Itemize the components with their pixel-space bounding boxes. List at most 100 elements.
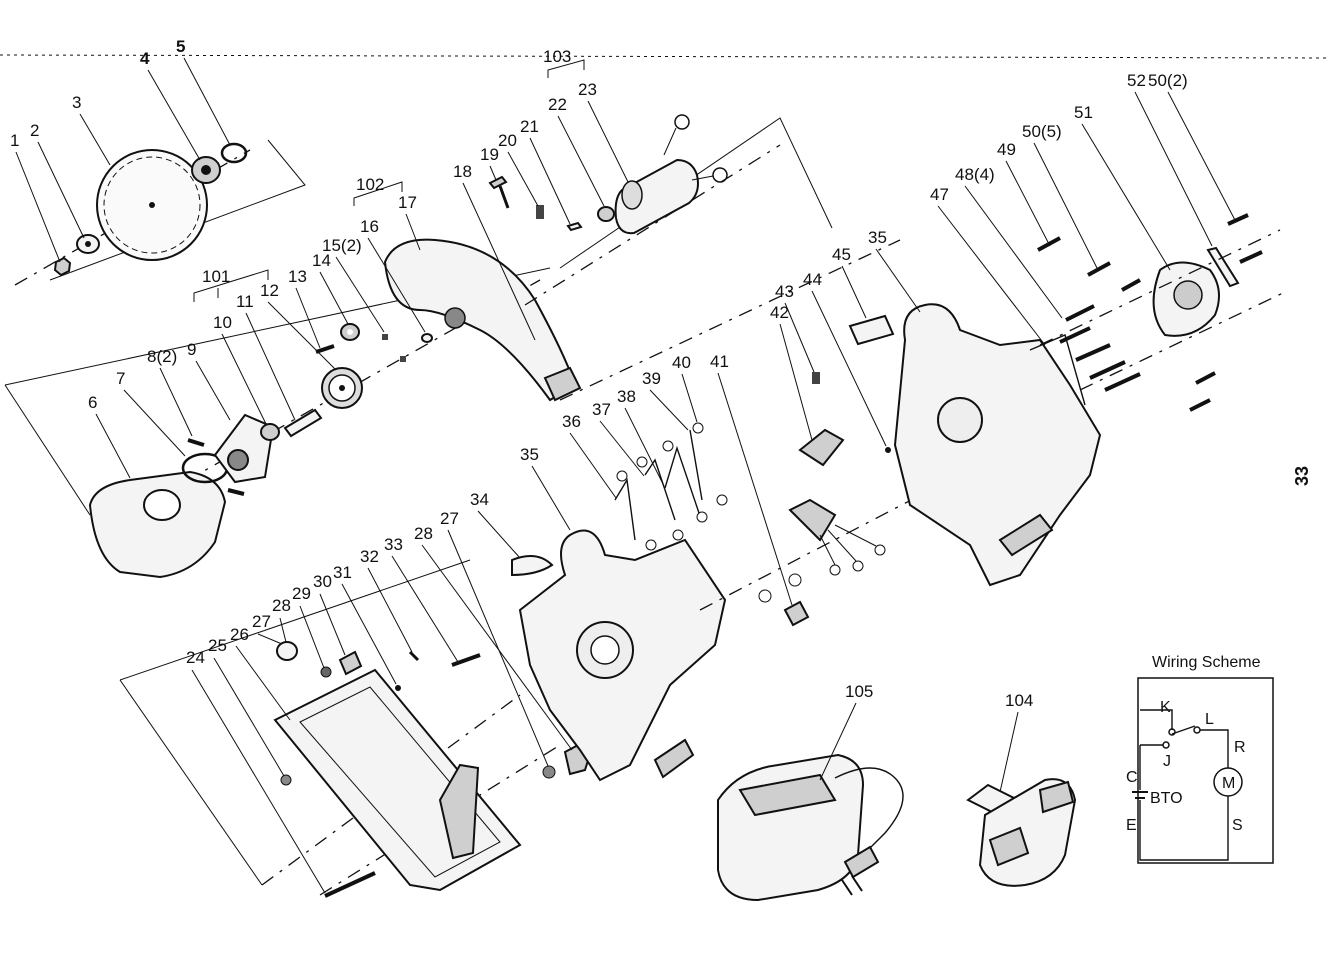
label-49: 49 bbox=[997, 140, 1016, 159]
label-7: 7 bbox=[116, 369, 125, 388]
label-28b: 28 bbox=[414, 524, 433, 543]
label-26: 26 bbox=[230, 625, 249, 644]
label-33: 33 bbox=[384, 535, 403, 554]
saw-blade-part-3 bbox=[96, 149, 208, 261]
label-17: 17 bbox=[398, 193, 417, 212]
upper-guard-part-17 bbox=[383, 238, 582, 402]
washer-part-27b bbox=[542, 765, 556, 779]
label-6: 6 bbox=[88, 393, 97, 412]
label-37: 37 bbox=[592, 400, 611, 419]
wiring-title: Wiring Scheme bbox=[1152, 654, 1261, 671]
page-number: 33 bbox=[1292, 466, 1312, 486]
end-cap-part-51 bbox=[1152, 261, 1220, 337]
label-11: 11 bbox=[236, 292, 254, 311]
label-plate-part-34 bbox=[511, 555, 554, 577]
bolt-part-33 bbox=[451, 653, 481, 667]
label-104: 104 bbox=[1005, 691, 1033, 710]
screw-part-13 bbox=[315, 344, 335, 354]
part-32 bbox=[408, 650, 420, 662]
lower-guard-part-6 bbox=[88, 470, 227, 579]
switch-dash-line bbox=[699, 484, 941, 611]
label-24: 24 bbox=[186, 648, 205, 667]
wiring-scheme bbox=[1132, 677, 1274, 864]
label-36: 36 bbox=[562, 412, 581, 431]
label-13: 13 bbox=[288, 267, 307, 286]
label-105: 105 bbox=[845, 682, 873, 701]
wiring-label-bto: BTO bbox=[1150, 790, 1183, 807]
spring-part-43 bbox=[812, 372, 820, 384]
bolt-part-24 bbox=[324, 871, 376, 898]
base-plate-part-26 bbox=[273, 668, 522, 892]
label-27b: 27 bbox=[440, 509, 459, 528]
label-50b: 50(2) bbox=[1148, 71, 1188, 90]
bolt-part-19 bbox=[488, 175, 508, 190]
label-31: 31 bbox=[333, 563, 352, 582]
wiring-label-s: S bbox=[1232, 817, 1243, 834]
battery-part-104 bbox=[966, 778, 1077, 887]
label-27a: 27 bbox=[252, 612, 271, 631]
label-19: 19 bbox=[480, 145, 499, 164]
label-29: 29 bbox=[292, 584, 311, 603]
part-29 bbox=[320, 666, 332, 678]
label-18: 18 bbox=[453, 162, 472, 181]
label-25: 25 bbox=[208, 636, 227, 655]
label-5: 5 bbox=[176, 37, 185, 56]
brush-part-47 bbox=[1029, 334, 1086, 406]
label-102: 102 bbox=[356, 175, 384, 194]
label-39: 39 bbox=[642, 369, 661, 388]
knob-part-27 bbox=[276, 641, 298, 661]
part-16 bbox=[421, 333, 433, 343]
nut-part-25 bbox=[280, 774, 292, 786]
part-21 bbox=[566, 221, 583, 232]
nut-part-1 bbox=[53, 256, 72, 277]
label-15: 15(2) bbox=[322, 236, 362, 255]
label-45: 45 bbox=[832, 245, 851, 264]
pinion-part-22 bbox=[597, 206, 615, 222]
right-housing-part-35 bbox=[893, 303, 1102, 587]
wiring-label-m: M bbox=[1222, 775, 1235, 792]
label-35a: 35 bbox=[520, 445, 539, 464]
label-38: 38 bbox=[617, 387, 636, 406]
motor-part-23 bbox=[614, 114, 728, 235]
label-47: 47 bbox=[930, 185, 949, 204]
label-52: 52 bbox=[1127, 71, 1146, 90]
label-22: 22 bbox=[548, 95, 567, 114]
spring-part-20 bbox=[536, 205, 544, 219]
ring-part-5 bbox=[220, 142, 248, 164]
label-8: 8(2) bbox=[147, 347, 177, 366]
wiring-label-r: R bbox=[1234, 739, 1246, 756]
label-51: 51 bbox=[1074, 103, 1093, 122]
switch-part-41 bbox=[788, 498, 886, 576]
brush-holder-part-52 bbox=[1206, 246, 1240, 288]
label-32: 32 bbox=[360, 547, 379, 566]
label-3: 3 bbox=[72, 93, 81, 112]
base-group-bracket bbox=[119, 559, 471, 681]
gear-part-12 bbox=[321, 367, 363, 409]
label-35b: 35 bbox=[868, 228, 887, 247]
contact-part-41b bbox=[758, 573, 810, 627]
label-21: 21 bbox=[520, 117, 539, 136]
label-30: 30 bbox=[313, 572, 332, 591]
label-2: 2 bbox=[30, 121, 39, 140]
label-12: 12 bbox=[260, 281, 279, 300]
wires-parts-36-40 bbox=[614, 422, 728, 551]
spindle-part-11 bbox=[283, 408, 323, 438]
screw-part-8 bbox=[187, 438, 205, 447]
wiring-label-l: L bbox=[1205, 711, 1214, 728]
left-housing-part-35 bbox=[518, 529, 727, 782]
trigger-part-42 bbox=[798, 428, 845, 467]
part-31 bbox=[395, 685, 401, 691]
label-41: 41 bbox=[710, 352, 729, 371]
top-border-line bbox=[0, 54, 1330, 59]
label-101: 101 bbox=[202, 267, 230, 286]
label-48: 48(4) bbox=[955, 165, 995, 184]
label-10: 10 bbox=[213, 313, 232, 332]
label-40: 40 bbox=[672, 353, 691, 372]
label-44: 44 bbox=[803, 270, 822, 289]
label-9: 9 bbox=[187, 340, 196, 359]
label-23: 23 bbox=[578, 80, 597, 99]
bearing-part-10 bbox=[260, 423, 280, 441]
label-14: 14 bbox=[312, 251, 331, 270]
label-28a: 28 bbox=[272, 596, 291, 615]
